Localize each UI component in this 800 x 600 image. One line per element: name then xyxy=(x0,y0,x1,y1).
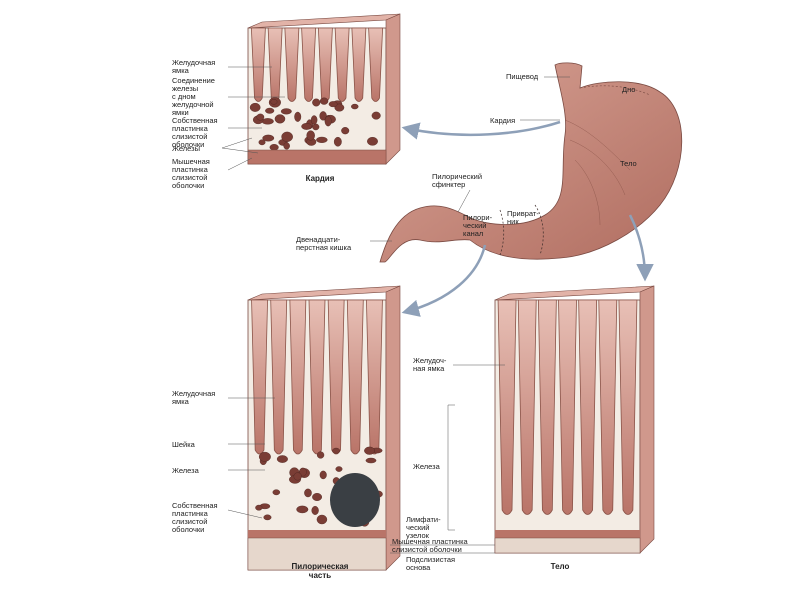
pyloric-gland xyxy=(316,514,328,525)
cardia-gland xyxy=(319,97,329,105)
cardia-gland xyxy=(312,98,321,107)
pyloric-gland xyxy=(316,451,325,459)
label-cardia-junction: Соединение железы с дном желудочной ямки xyxy=(172,76,215,117)
pyloric-gastric-pit xyxy=(270,299,288,455)
lymph-nodule xyxy=(330,473,380,527)
pyloric-gastric-pit xyxy=(346,299,364,455)
leader-lines xyxy=(221,66,570,554)
cardia-gland xyxy=(324,115,332,127)
pyloric-gland xyxy=(311,506,319,515)
label-antrum: Приврат- ник xyxy=(507,209,539,226)
cardia-gland xyxy=(351,103,359,110)
label-esophagus: Пищевод xyxy=(506,72,539,81)
label-pyloric-sphincter: Пилорический сфинктер xyxy=(432,172,483,189)
caption-cardia: Кардия xyxy=(305,174,335,183)
pyloric-gland xyxy=(293,472,302,481)
body-block xyxy=(494,285,655,554)
cardia-gastric-pit xyxy=(301,27,317,102)
label-body-gland: Железа xyxy=(413,462,440,471)
pyloric-gland xyxy=(364,446,375,455)
label-muscularis-mucosae: Мышечная пластинка слизистой оболочки xyxy=(392,537,468,554)
cardia-gland xyxy=(262,134,275,142)
cardia-gland xyxy=(265,107,275,114)
label-pylorus-gland: Железа xyxy=(172,466,199,475)
cardia-gland xyxy=(249,102,261,112)
stomach-illustration xyxy=(379,62,683,263)
cardia-block xyxy=(247,13,401,165)
label-cardia-muscularis: Мышечная пластинка слизистой оболочки xyxy=(172,157,210,190)
cardia-gastric-pit xyxy=(368,27,384,102)
label-lymph-nodule: Лимфати- ческий узелок xyxy=(406,515,441,540)
cardia-gastric-pit xyxy=(250,27,266,102)
label-pylorus-gastric-pit: Желудочная ямка xyxy=(172,389,216,406)
cardia-gland xyxy=(341,127,350,135)
cardia-gland xyxy=(301,123,312,130)
label-pyloric-canal: Пилори- ческий канал xyxy=(463,213,493,238)
cardia-gland xyxy=(319,111,327,121)
label-cardia: Кардия xyxy=(490,116,516,125)
body-gastric-gland xyxy=(517,299,537,515)
pyloric-gland xyxy=(276,455,288,463)
cardia-gland xyxy=(258,139,266,146)
label-pylorus-neck: Шейка xyxy=(172,440,195,449)
pyloric-gland xyxy=(312,493,323,501)
body-gastric-gland xyxy=(537,299,557,515)
label-pylorus-lamina-propria: Собственная пластинка слизистой оболочки xyxy=(172,501,218,534)
caption-pylorus: Пилорическая часть xyxy=(291,562,349,580)
body-gastric-gland xyxy=(598,299,618,515)
cardia-gland xyxy=(256,113,265,121)
pyloric-gland xyxy=(263,514,272,521)
pyloric-gastric-pit xyxy=(289,299,307,455)
label-cardia-gastric-pit: Желудочная ямка xyxy=(172,58,216,75)
label-submucosa: Подслизистая основа xyxy=(406,555,456,572)
pyloric-gland xyxy=(335,466,343,472)
pyloric-gland xyxy=(319,470,327,480)
pyloric-gland xyxy=(365,457,377,464)
cardia-gland xyxy=(283,142,290,150)
cardia-gastric-pit xyxy=(334,27,350,102)
label-fundus: Дно xyxy=(622,85,636,94)
pyloric-gland xyxy=(332,447,341,454)
cardia-gland xyxy=(294,111,302,122)
cardia-gastric-pit xyxy=(284,27,300,102)
cardia-gland xyxy=(274,114,286,124)
cardia-gland xyxy=(306,130,315,141)
cardia-gland xyxy=(316,136,328,143)
body-gastric-gland xyxy=(578,299,598,515)
cardia-gland xyxy=(280,108,292,115)
pyloric-gland xyxy=(272,489,281,496)
body-gastric-gland xyxy=(558,299,577,515)
cardia-gland xyxy=(312,123,320,131)
cardia-gland xyxy=(328,101,338,108)
pyloric-gland xyxy=(258,451,271,462)
label-body: Тело xyxy=(620,159,637,168)
arrows xyxy=(401,120,654,317)
cardia-gland xyxy=(281,131,293,142)
cardia-gland xyxy=(310,115,318,125)
body-gastric-gland xyxy=(497,299,517,515)
pyloric-gastric-pit xyxy=(327,299,345,455)
cardia-gland xyxy=(270,99,278,105)
cardia-gland xyxy=(371,111,381,120)
cardia-gastric-pit xyxy=(351,27,367,102)
label-cardia-glands: Железы xyxy=(172,144,200,153)
caption-body: Тело xyxy=(550,562,570,571)
cardia-gland xyxy=(333,136,342,147)
label-cardia-lamina-propria: Собственная пластинка слизистой оболочки xyxy=(172,116,218,149)
cardia-gland xyxy=(367,136,378,146)
pyloric-gland xyxy=(296,505,309,514)
pyloric-gland xyxy=(255,504,263,511)
label-body-gastric-pit: Желудоч- ная ямка xyxy=(413,356,447,373)
body-gastric-gland xyxy=(618,299,638,515)
label-duodenum: Двенадцати- перстная кишка xyxy=(296,235,352,252)
pyloric-gland xyxy=(304,488,312,498)
cardia-gland xyxy=(269,144,279,151)
pylorus-block xyxy=(247,285,401,571)
